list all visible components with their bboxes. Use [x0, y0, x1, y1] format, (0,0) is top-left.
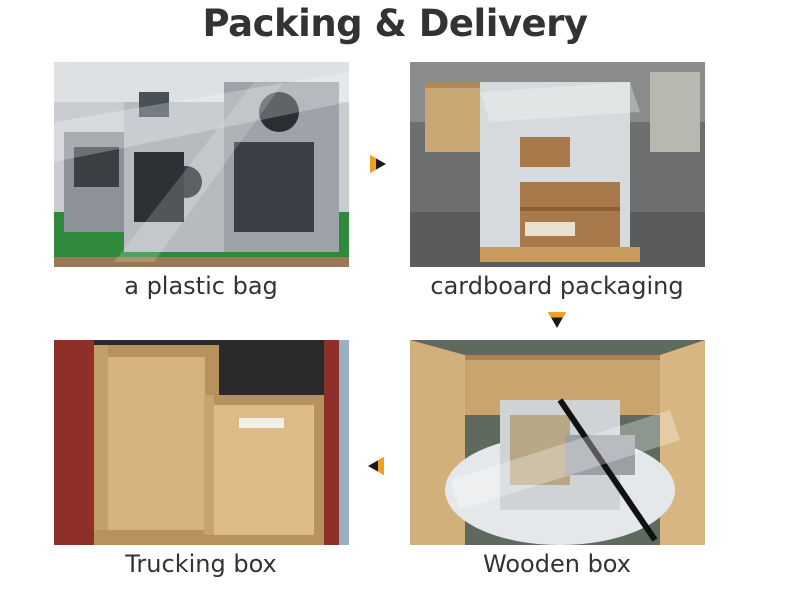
caption-cardboard-packaging: cardboard packaging — [430, 272, 684, 300]
caption-wooden-box: Wooden box — [483, 550, 631, 578]
photo-cardboard-packaging — [410, 62, 705, 267]
caption-plastic-bag: a plastic bag — [124, 272, 278, 300]
arrow-right-icon — [368, 154, 388, 174]
photo-trucking-box — [54, 340, 349, 545]
photo-wooden-box — [410, 340, 705, 545]
photo-plastic-bag — [54, 62, 349, 267]
arrow-down-icon — [547, 310, 567, 330]
page-title: Packing & Delivery — [202, 2, 588, 45]
arrow-left-icon — [366, 456, 386, 476]
caption-trucking-box: Trucking box — [125, 550, 277, 578]
